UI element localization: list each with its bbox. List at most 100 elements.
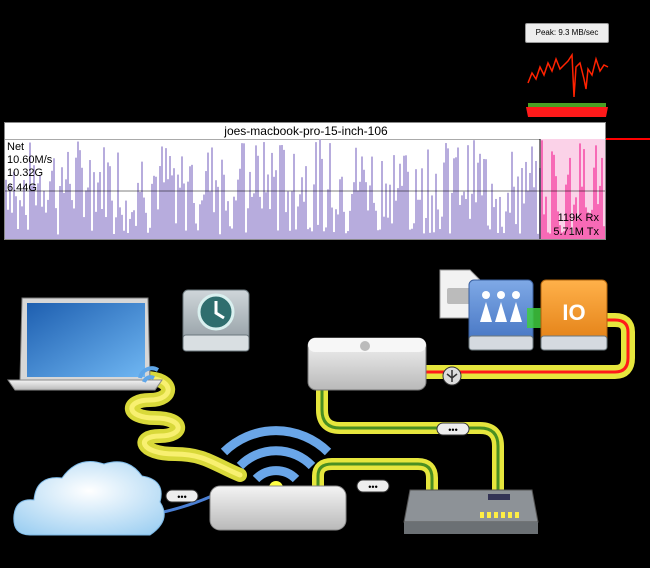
net-activity-bar <box>431 195 433 239</box>
net-activity-bar <box>379 229 381 239</box>
net-activity-bar <box>261 208 263 239</box>
net-activity-bar <box>493 207 495 239</box>
net-activity-bar <box>571 233 573 239</box>
net-activity-bar <box>115 217 117 239</box>
net-activity-bar <box>5 179 7 239</box>
airport-extreme <box>209 485 347 531</box>
net-activity-bar <box>569 157 571 239</box>
net-activity-bar <box>201 200 203 239</box>
ethernet-connector-icon-3: ••• <box>165 489 199 503</box>
net-activity-bar <box>455 157 457 239</box>
net-activity-bar <box>357 190 359 239</box>
net-activity-bar <box>113 234 115 239</box>
cable-firewire <box>425 318 630 374</box>
net-activity-bar <box>183 183 185 239</box>
net-activity-bar <box>53 158 55 239</box>
net-activity-bar <box>301 177 303 239</box>
net-activity-bar <box>25 214 27 239</box>
net-activity-bar <box>71 200 73 239</box>
net-activity-bar <box>527 190 529 239</box>
net-activity-bar <box>233 196 235 239</box>
net-activity-bar <box>341 176 343 239</box>
net-activity-bar <box>427 149 429 239</box>
net-activity-bar <box>419 199 421 239</box>
graph-rx-label: 119K Rx <box>557 212 599 224</box>
net-activity-bar <box>469 218 471 239</box>
net-activity-bar <box>507 192 509 239</box>
net-activity-bar <box>473 140 475 239</box>
net-activity-bar <box>389 184 391 239</box>
net-activity-bar <box>503 233 505 239</box>
net-activity-bar <box>349 210 351 239</box>
net-activity-bar <box>35 205 37 239</box>
net-activity-bar <box>451 192 453 239</box>
net-activity-bar <box>235 200 237 239</box>
net-activity-bar <box>151 183 153 239</box>
net-activity-bar <box>123 230 125 239</box>
net-activity-bar <box>421 168 423 239</box>
net-activity-bar <box>373 202 375 239</box>
net-activity-bar <box>23 180 25 239</box>
net-activity-bar <box>453 158 455 239</box>
net-activity-bar <box>63 193 65 239</box>
svg-text:IO: IO <box>562 300 585 325</box>
net-activity-bar <box>511 151 513 239</box>
net-activity-bar <box>211 147 213 239</box>
net-activity-bar <box>365 182 367 239</box>
net-activity-bar <box>187 181 189 239</box>
net-activity-bar <box>549 233 551 239</box>
net-activity-bar <box>199 204 201 239</box>
net-activity-bar <box>287 191 289 239</box>
time-machine-drive <box>182 289 250 352</box>
net-activity-bar <box>271 152 273 239</box>
net-activity-bar <box>327 189 329 239</box>
net-activity-bar <box>309 227 311 239</box>
net-activity-bar <box>565 184 567 239</box>
net-activity-bar <box>61 167 63 239</box>
net-activity-bar <box>483 158 485 239</box>
net-activity-bar <box>359 181 361 239</box>
net-activity-bar <box>567 174 569 239</box>
net-activity-bar <box>263 142 265 239</box>
net-activity-bar <box>163 182 165 239</box>
graph-host-title: joes-macbook-pro-15-inch-106 <box>5 123 607 140</box>
net-activity-bar <box>85 190 87 239</box>
net-activity-bar <box>145 212 147 239</box>
mac-mini <box>307 337 427 391</box>
net-activity-bar <box>551 151 553 239</box>
net-activity-bar <box>305 166 307 239</box>
graph-total1-label: 10.32G <box>7 167 44 179</box>
net-activity-bar <box>439 229 441 239</box>
net-activity-bar <box>401 185 403 239</box>
net-activity-bar <box>397 188 399 239</box>
net-activity-bar <box>501 226 503 239</box>
net-activity-bar <box>159 166 161 239</box>
net-activity-bar <box>19 200 21 239</box>
macbook-pro <box>7 297 163 391</box>
peak-sparkline <box>526 52 609 117</box>
net-activity-bar <box>239 168 241 239</box>
net-activity-bar <box>491 183 493 239</box>
net-activity-bar <box>529 172 531 239</box>
net-activity-bar <box>131 212 133 239</box>
net-activity-bar <box>231 228 233 239</box>
net-activity-bar <box>229 226 231 239</box>
net-activity-bar <box>377 230 379 239</box>
net-activity-bar <box>297 206 299 239</box>
net-activity-bar <box>575 197 577 239</box>
net-activity-bar <box>93 172 95 239</box>
net-graph-bars <box>5 139 605 239</box>
net-activity-bar <box>505 211 507 239</box>
net-activity-bar <box>331 207 333 239</box>
net-activity-bar <box>219 234 221 239</box>
net-activity-bar <box>577 218 579 239</box>
net-activity-bar <box>213 212 215 239</box>
net-activity-bar <box>253 193 255 239</box>
net-activity-bar <box>521 168 523 239</box>
net-activity-bar <box>537 233 539 239</box>
cable-mini-switch-glow <box>316 390 504 490</box>
net-activity-bar <box>407 171 409 239</box>
net-activity-bar <box>595 145 597 239</box>
net-activity-bar <box>465 199 467 239</box>
net-activity-bar <box>31 185 33 239</box>
